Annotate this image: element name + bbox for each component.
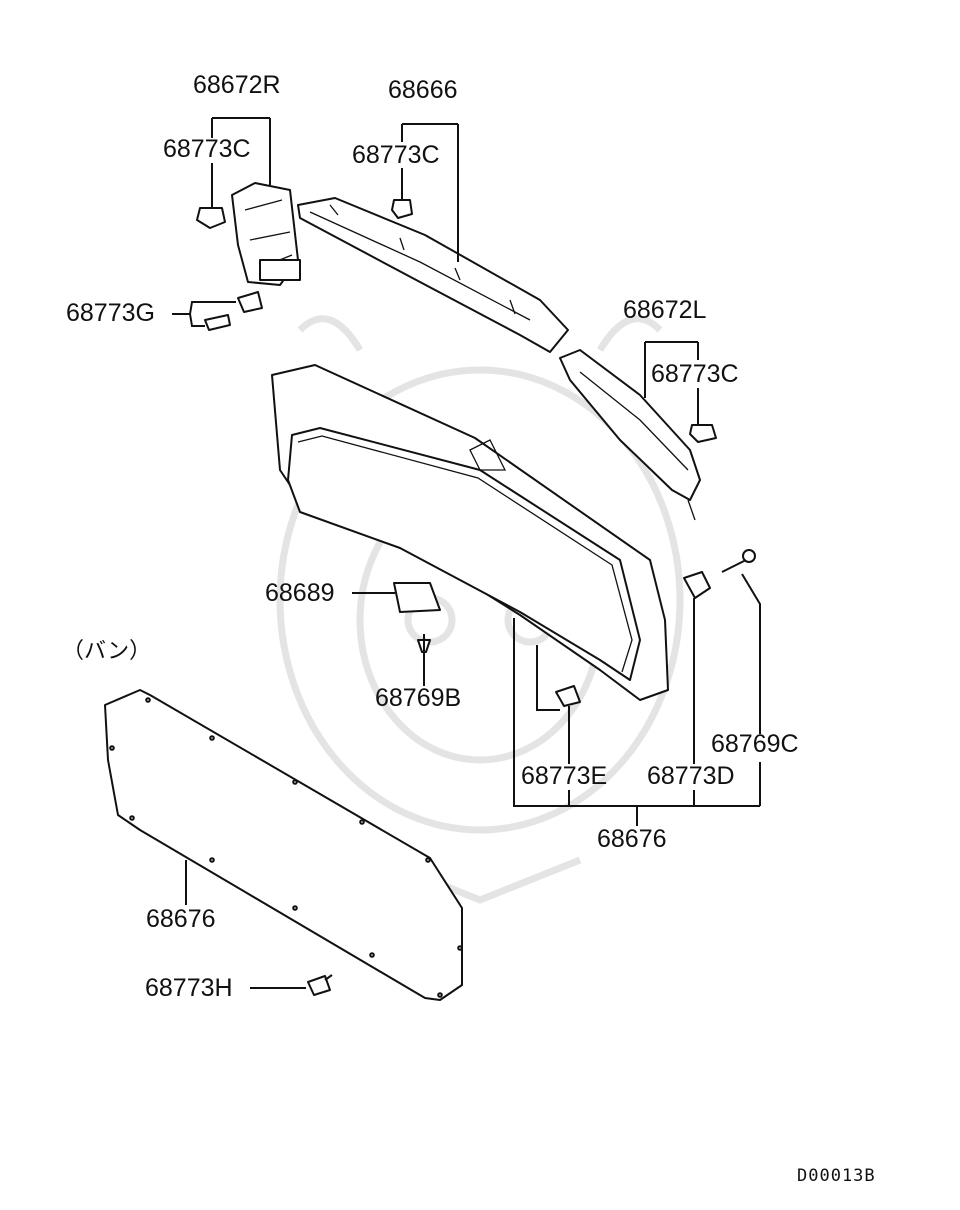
label-68773C-left[interactable]: 68773C <box>163 135 251 163</box>
part-labels: 68672R 68773C 68666 68773C 68773G 68672L… <box>62 71 876 1186</box>
screw-68769B[interactable] <box>417 634 431 660</box>
label-68773G[interactable]: 68773G <box>66 299 155 327</box>
label-68666[interactable]: 68666 <box>388 76 458 104</box>
leader-lines <box>172 117 761 989</box>
pin-68773G[interactable] <box>204 291 263 331</box>
part-68666-upper-trim[interactable] <box>297 197 569 353</box>
label-68773H[interactable]: 68773H <box>145 974 233 1002</box>
part-68676-door-trim[interactable] <box>271 364 669 701</box>
clip-68773C-mid[interactable] <box>391 199 413 219</box>
diagram-code: D00013B <box>797 1166 876 1186</box>
screw-68769C[interactable] <box>721 549 756 573</box>
clip-68773E[interactable] <box>555 685 581 707</box>
clip-68773D[interactable] <box>683 571 711 599</box>
part-68689-light[interactable] <box>393 582 441 613</box>
label-68672L[interactable]: 68672L <box>623 296 707 324</box>
clip-68773C-right[interactable] <box>689 424 717 443</box>
label-68773D[interactable]: 68773D <box>647 762 735 790</box>
label-68773C-right[interactable]: 68773C <box>651 360 739 388</box>
variant-note: （バン） <box>62 639 151 664</box>
label-68676-right[interactable]: 68676 <box>597 825 667 853</box>
part-68672L-bracket[interactable] <box>559 349 701 521</box>
label-68672R[interactable]: 68672R <box>193 71 281 99</box>
label-68773E[interactable]: 68773E <box>521 762 607 790</box>
clip-68773H[interactable] <box>307 974 333 996</box>
label-68773C-mid[interactable]: 68773C <box>352 141 440 169</box>
part-68672R-bracket[interactable] <box>231 182 301 286</box>
clip-68773C-left[interactable] <box>196 196 226 229</box>
label-68769B[interactable]: 68769B <box>375 684 461 712</box>
label-68676-left[interactable]: 68676 <box>146 905 216 933</box>
part-68676-lower-panel[interactable] <box>104 689 463 1001</box>
label-68769C[interactable]: 68769C <box>711 730 799 758</box>
label-68689[interactable]: 68689 <box>265 579 335 607</box>
